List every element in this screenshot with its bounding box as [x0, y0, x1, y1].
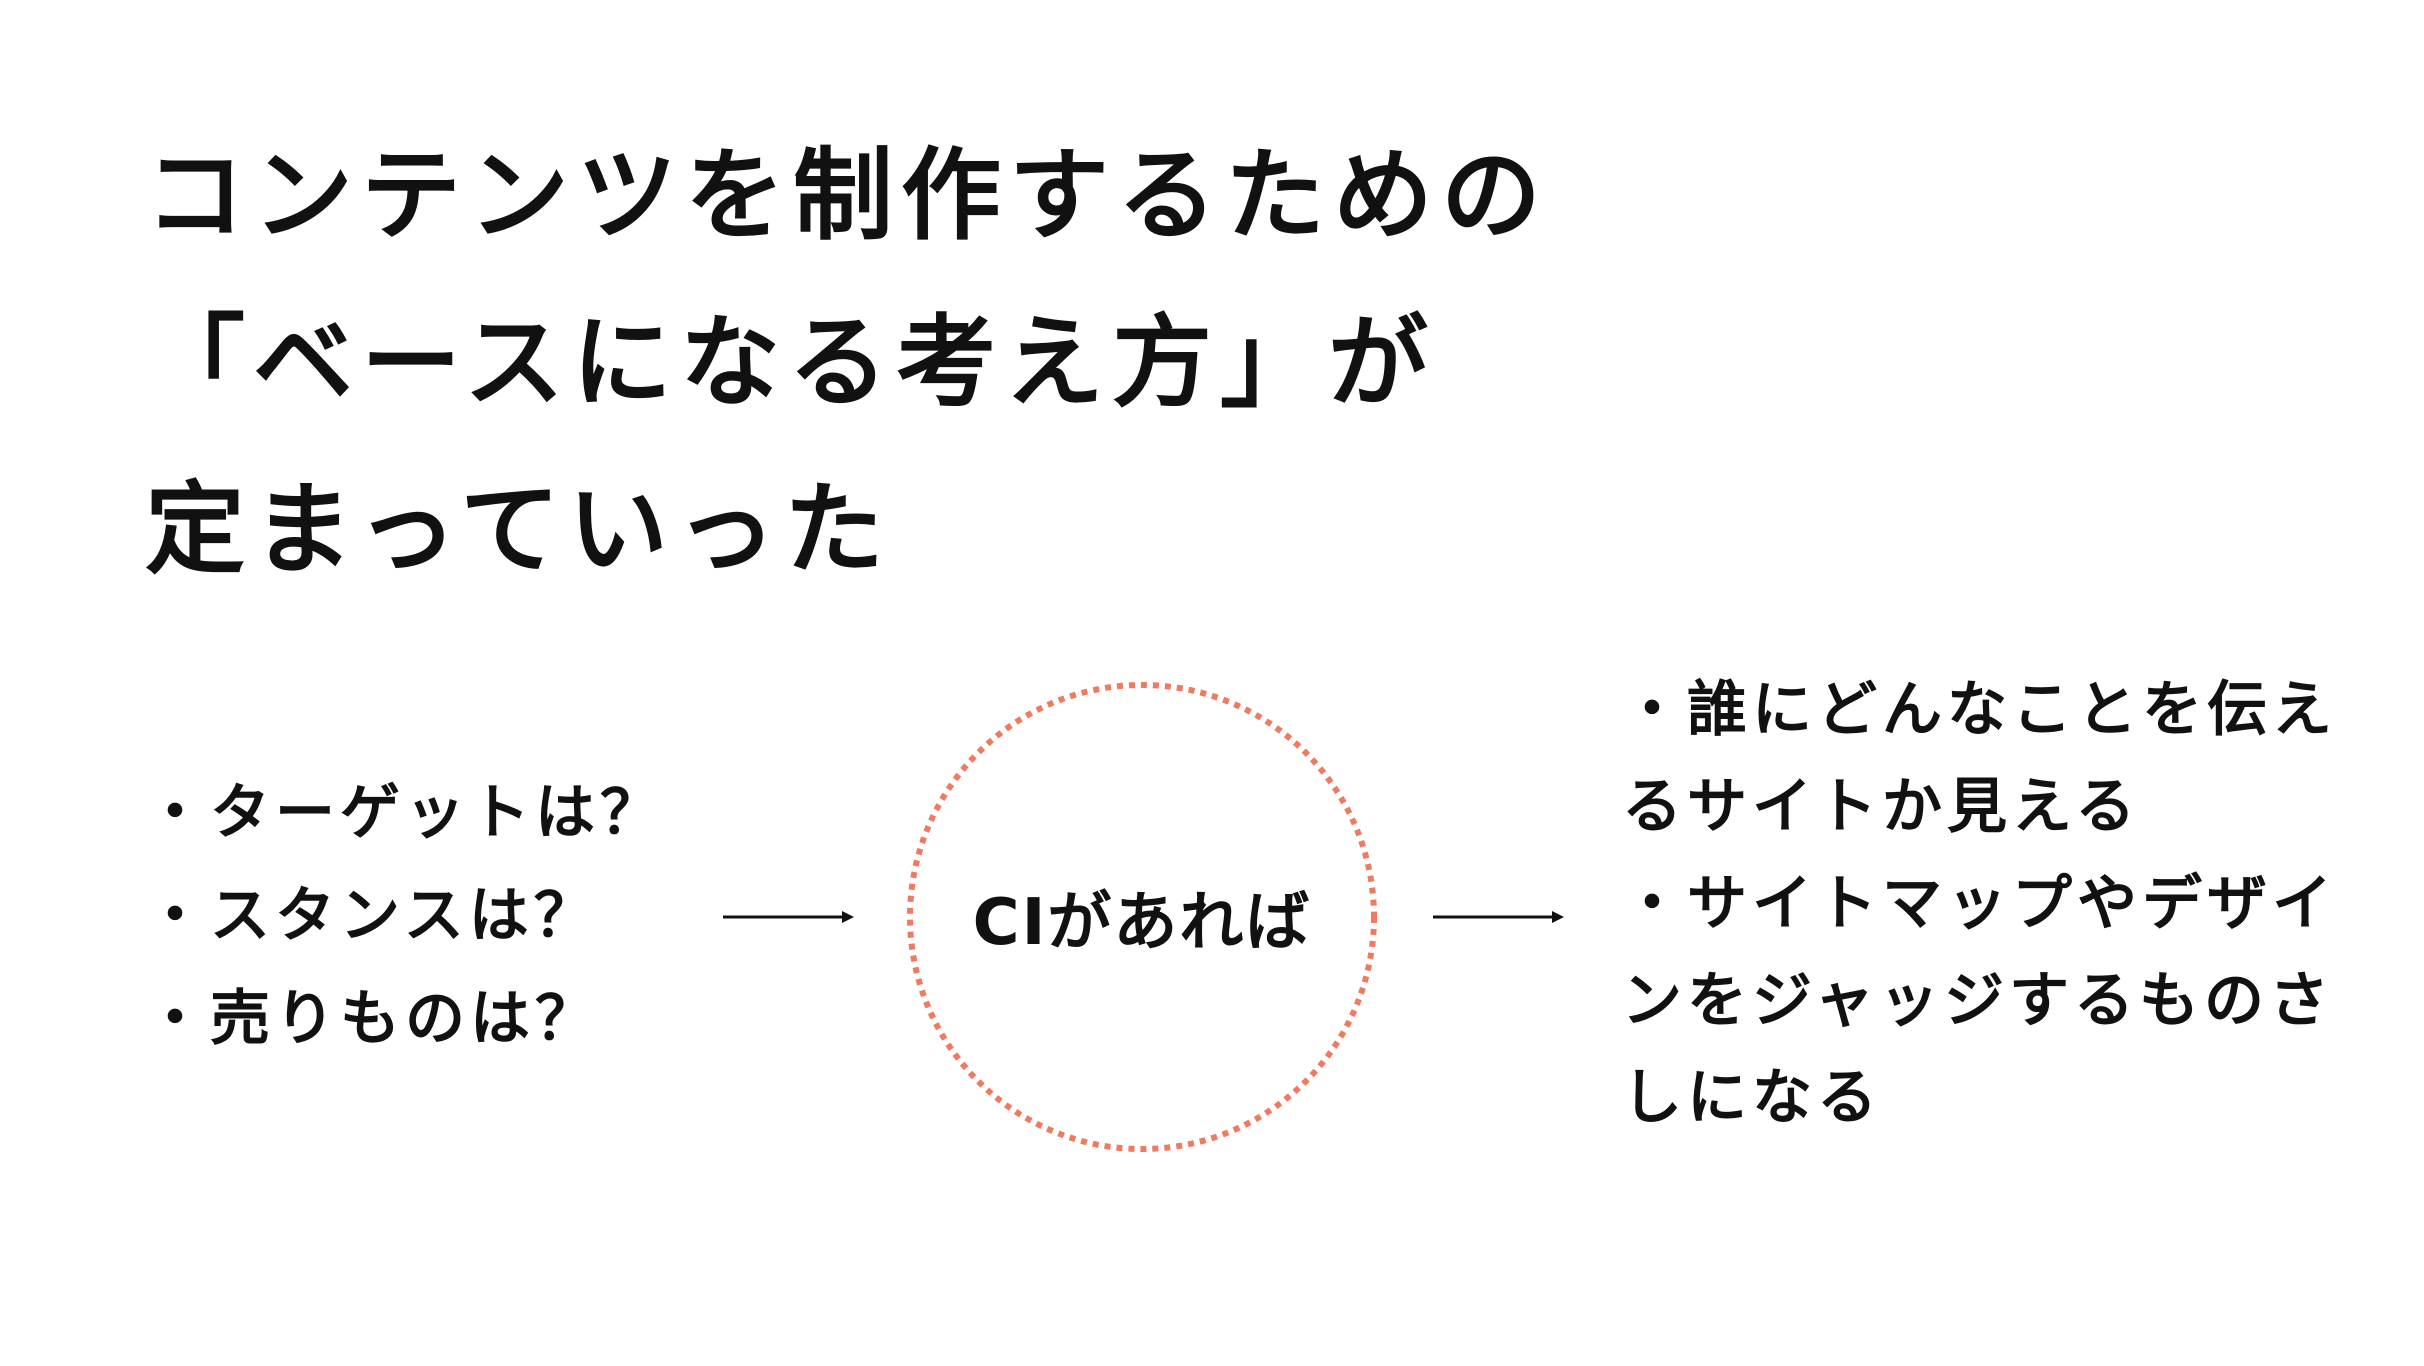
list-item: ・スタンスは？ [145, 881, 599, 951]
outcome-line: しになる [1622, 1063, 1882, 1133]
title-line: 「ベースになる考え方」が [145, 304, 1436, 421]
ci-label: CIがあれば [972, 886, 1312, 960]
slide-title: コンテンツを制作するための 「ベースになる考え方」が 定まっていった [145, 112, 1549, 613]
arrow-right-icon [1433, 911, 1564, 923]
title-line: コンテンツを制作するための [145, 137, 1549, 254]
outcome-line: るサイトか見える [1622, 772, 2141, 842]
question-list: ・ターゲットは？ ・スタンスは？ ・売りものは？ [145, 762, 665, 1071]
list-item: ・ターゲットは？ [145, 778, 665, 848]
outcome-text: ・誰にどんなことを伝え るサイトか見える ・サイトマップやデザイ ンをジャッジす… [1622, 662, 2337, 1147]
list-item: ・売りものは？ [145, 984, 600, 1054]
outcome-line: ・サイトマップやデザイ [1622, 869, 2337, 939]
title-line: 定まっていった [145, 471, 892, 588]
outcome-line: ンをジャッジするものさ [1622, 966, 2334, 1036]
arrow-right-icon [723, 911, 854, 923]
ci-circle [907, 682, 1377, 1152]
outcome-line: ・誰にどんなことを伝え [1622, 675, 2337, 745]
